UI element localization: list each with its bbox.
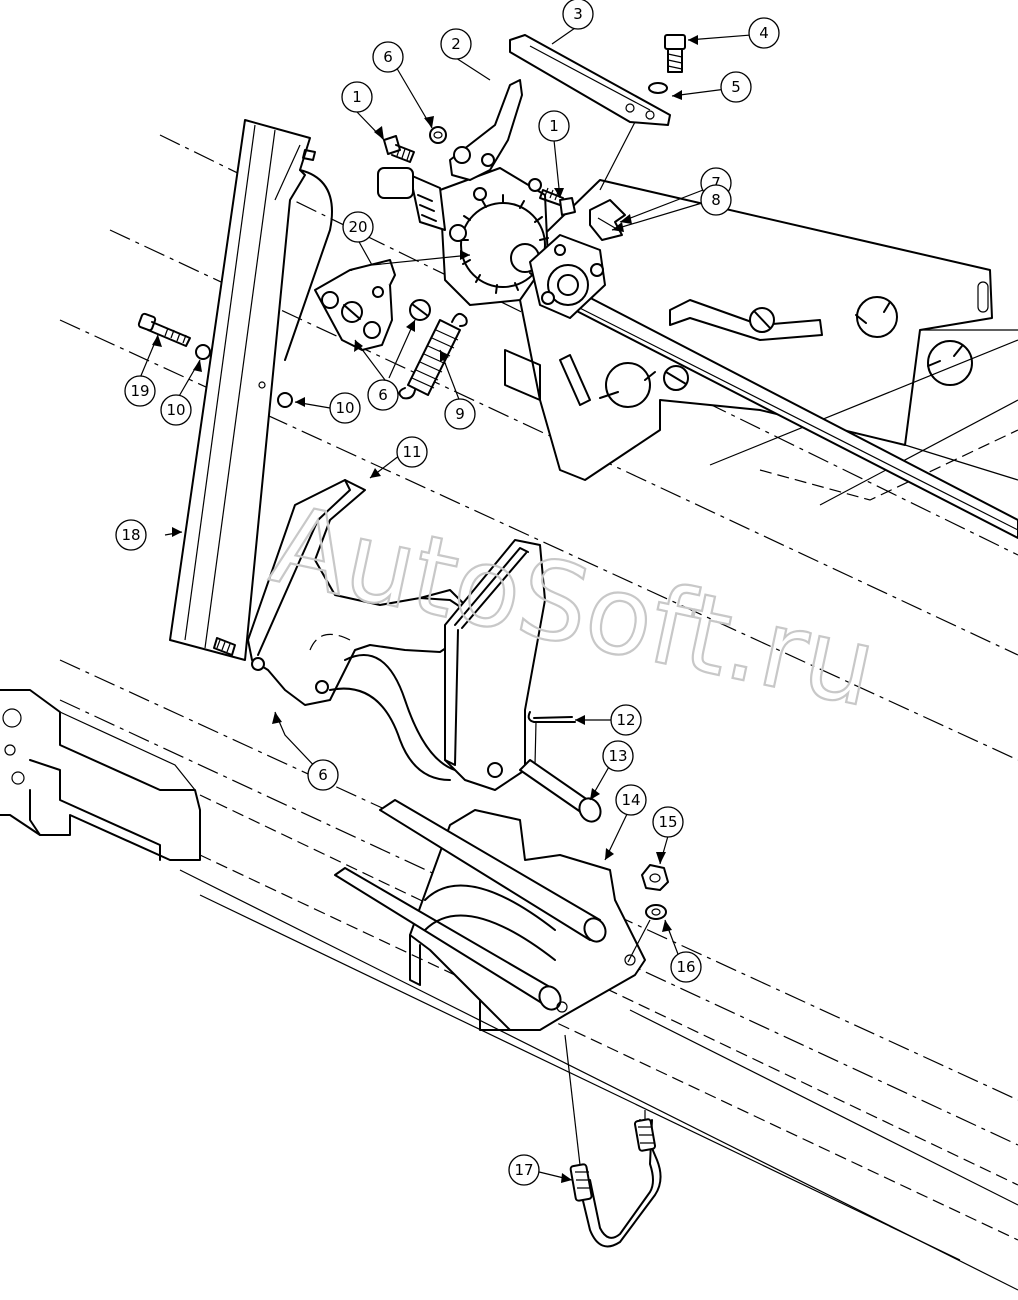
bolt-19 [137,312,191,347]
center-pivot-plate [444,539,546,791]
svg-text:17: 17 [514,1161,533,1179]
svg-text:16: 16 [676,958,695,976]
leader-arrows [152,35,698,1183]
cotter-pin [527,711,576,766]
svg-text:11: 11 [402,443,421,461]
callout-1-a: 1 [341,81,373,113]
callout-15: 15 [652,806,684,838]
callout-10-b: 10 [329,392,361,424]
pedal-mounting-plate [504,179,1018,506]
callout-4: 4 [748,17,780,49]
svg-text:1: 1 [549,117,559,135]
svg-text:19: 19 [130,382,149,400]
extension-spring [398,312,468,400]
callout-11: 11 [396,436,428,468]
callout-8: 8 [700,184,732,216]
svg-text:6: 6 [383,48,393,66]
svg-text:12: 12 [616,711,635,729]
nut-6-top [429,126,447,144]
svg-text:15: 15 [658,813,677,831]
washer-16 [627,904,667,963]
bolt-left [383,135,415,163]
linkage-rod [669,299,823,341]
callout-13: 13 [602,740,634,772]
callout-12: 12 [610,704,642,736]
svg-text:7: 7 [711,174,721,192]
bracket-plate [314,259,396,351]
svg-text:2: 2 [451,35,461,53]
bolt-right [539,187,576,216]
svg-text:10: 10 [166,401,185,419]
callout-6-a: 6 [372,41,404,73]
lever-arm [449,79,523,181]
callout-16: 16 [670,951,702,983]
callout-17: 17 [508,1154,540,1186]
svg-text:1: 1 [352,88,362,106]
nut-10-mid [277,392,293,408]
top-plate [509,34,671,191]
ratchet-gear-assembly [377,167,606,319]
mount-bracket [334,799,646,1031]
callout-14: 14 [615,784,647,816]
svg-text:6: 6 [318,766,328,784]
clevis-pin [519,759,602,823]
nut-6-mid [409,299,431,321]
side-rail [169,119,333,661]
svg-text:4: 4 [759,24,769,42]
callout-10-a: 10 [160,394,192,426]
callout-2: 2 [440,28,472,60]
svg-text:8: 8 [711,191,721,209]
u-bolt [564,1034,662,1248]
watermark: AutoSoft.ru [262,482,886,731]
plate-nut [663,365,689,391]
nut-15 [641,864,669,891]
svg-text:6: 6 [378,386,388,404]
svg-text:18: 18 [121,526,140,544]
callout-1-b: 1 [538,110,570,142]
svg-text:3: 3 [573,5,583,23]
svg-text:5: 5 [731,78,741,96]
callout-5: 5 [720,71,752,103]
svg-text:10: 10 [335,399,354,417]
callout-3: 3 [562,0,594,30]
bolt-top [664,34,686,73]
callout-20: 20 [342,211,374,243]
svg-text:20: 20 [348,218,367,236]
callout-9: 9 [444,398,476,430]
callout-6-c: 6 [307,759,339,791]
svg-text:9: 9 [455,405,465,423]
callout-18: 18 [115,519,147,551]
callout-6-b: 6 [367,379,399,411]
washer-top [648,82,668,94]
nut-10-left [195,344,211,360]
svg-text:13: 13 [608,747,627,765]
svg-text:14: 14 [621,791,640,809]
callout-19: 19 [124,375,156,407]
lower-frame-rail [0,689,201,861]
